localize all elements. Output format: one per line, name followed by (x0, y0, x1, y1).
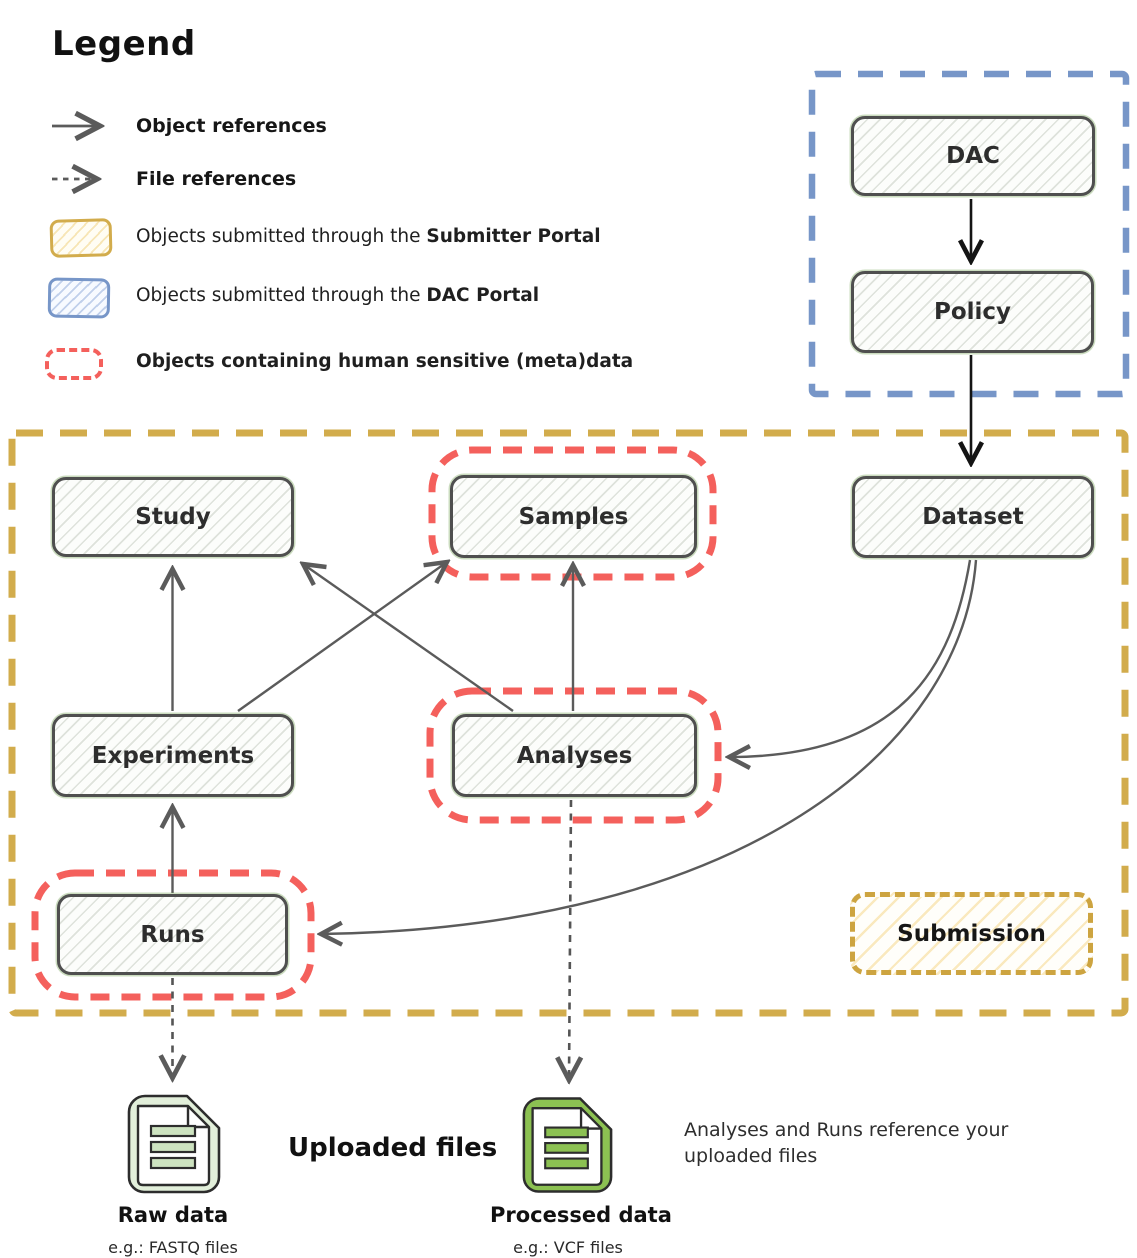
processed-data-label: Processed data (490, 1203, 672, 1227)
node-submission-label: Submission (897, 920, 1046, 947)
submitter-portal-container (8, 429, 1129, 1017)
node-runs: Runs (57, 894, 288, 975)
node-samples-label: Samples (518, 503, 629, 530)
raw-data-label: Raw data (117, 1203, 229, 1227)
legend-submitter-prefix: Objects submitted through the (136, 226, 427, 247)
node-dac: DAC (851, 116, 1095, 196)
node-experiments: Experiments (52, 714, 294, 797)
raw-data-file-icon (127, 1094, 221, 1194)
node-policy: Policy (851, 271, 1094, 353)
arrow-experiments-to-samples (237, 562, 447, 712)
node-runs-label: Runs (140, 921, 205, 948)
legend-dac-prefix: Objects submitted through the (136, 285, 427, 306)
node-analyses-label: Analyses (516, 742, 633, 769)
node-submission: Submission (850, 892, 1093, 975)
legend-submitter-bold: Submitter Portal (426, 226, 601, 247)
legend-object-references-label: Object references (136, 115, 327, 137)
node-analyses: Analyses (452, 714, 697, 797)
raw-data-example: e.g.: FASTQ files (108, 1238, 238, 1257)
node-dataset-label: Dataset (922, 504, 1024, 530)
file-arrow-analyses-to-processed-data (569, 799, 571, 1080)
legend-dac-portal-label: Objects submitted through the DAC Portal (136, 285, 539, 306)
legend-sensitive-swatch (45, 348, 103, 380)
processed-data-example: e.g.: VCF files (513, 1238, 623, 1257)
node-policy-label: Policy (933, 299, 1012, 325)
legend-file-references-label: File references (136, 168, 297, 190)
node-study: Study (52, 477, 294, 557)
arrow-dataset-to-runs (321, 559, 978, 934)
uploaded-files-note: Analyses and Runs reference your uploade… (684, 1119, 1009, 1167)
uploaded-files-title: Uploaded files (288, 1133, 498, 1163)
node-dac-label: DAC (946, 143, 1000, 169)
node-study-label: Study (135, 504, 211, 530)
node-dataset: Dataset (852, 476, 1094, 558)
arrow-dataset-to-analyses (729, 559, 972, 757)
legend-title: Legend (52, 24, 196, 64)
legend-submitter-portal-swatch (49, 218, 113, 258)
node-experiments-label: Experiments (91, 742, 255, 769)
arrow-analyses-to-study (303, 564, 514, 712)
legend-submitter-portal-label: Objects submitted through the Submitter … (136, 226, 601, 247)
processed-data-file-icon (522, 1097, 613, 1193)
dac-portal-container (808, 70, 1130, 398)
legend-sensitive-label: Objects containing human sensitive (meta… (136, 351, 634, 372)
node-samples: Samples (450, 475, 697, 558)
legend-dac-portal-swatch (47, 277, 111, 319)
legend-dac-bold: DAC Portal (426, 285, 540, 306)
